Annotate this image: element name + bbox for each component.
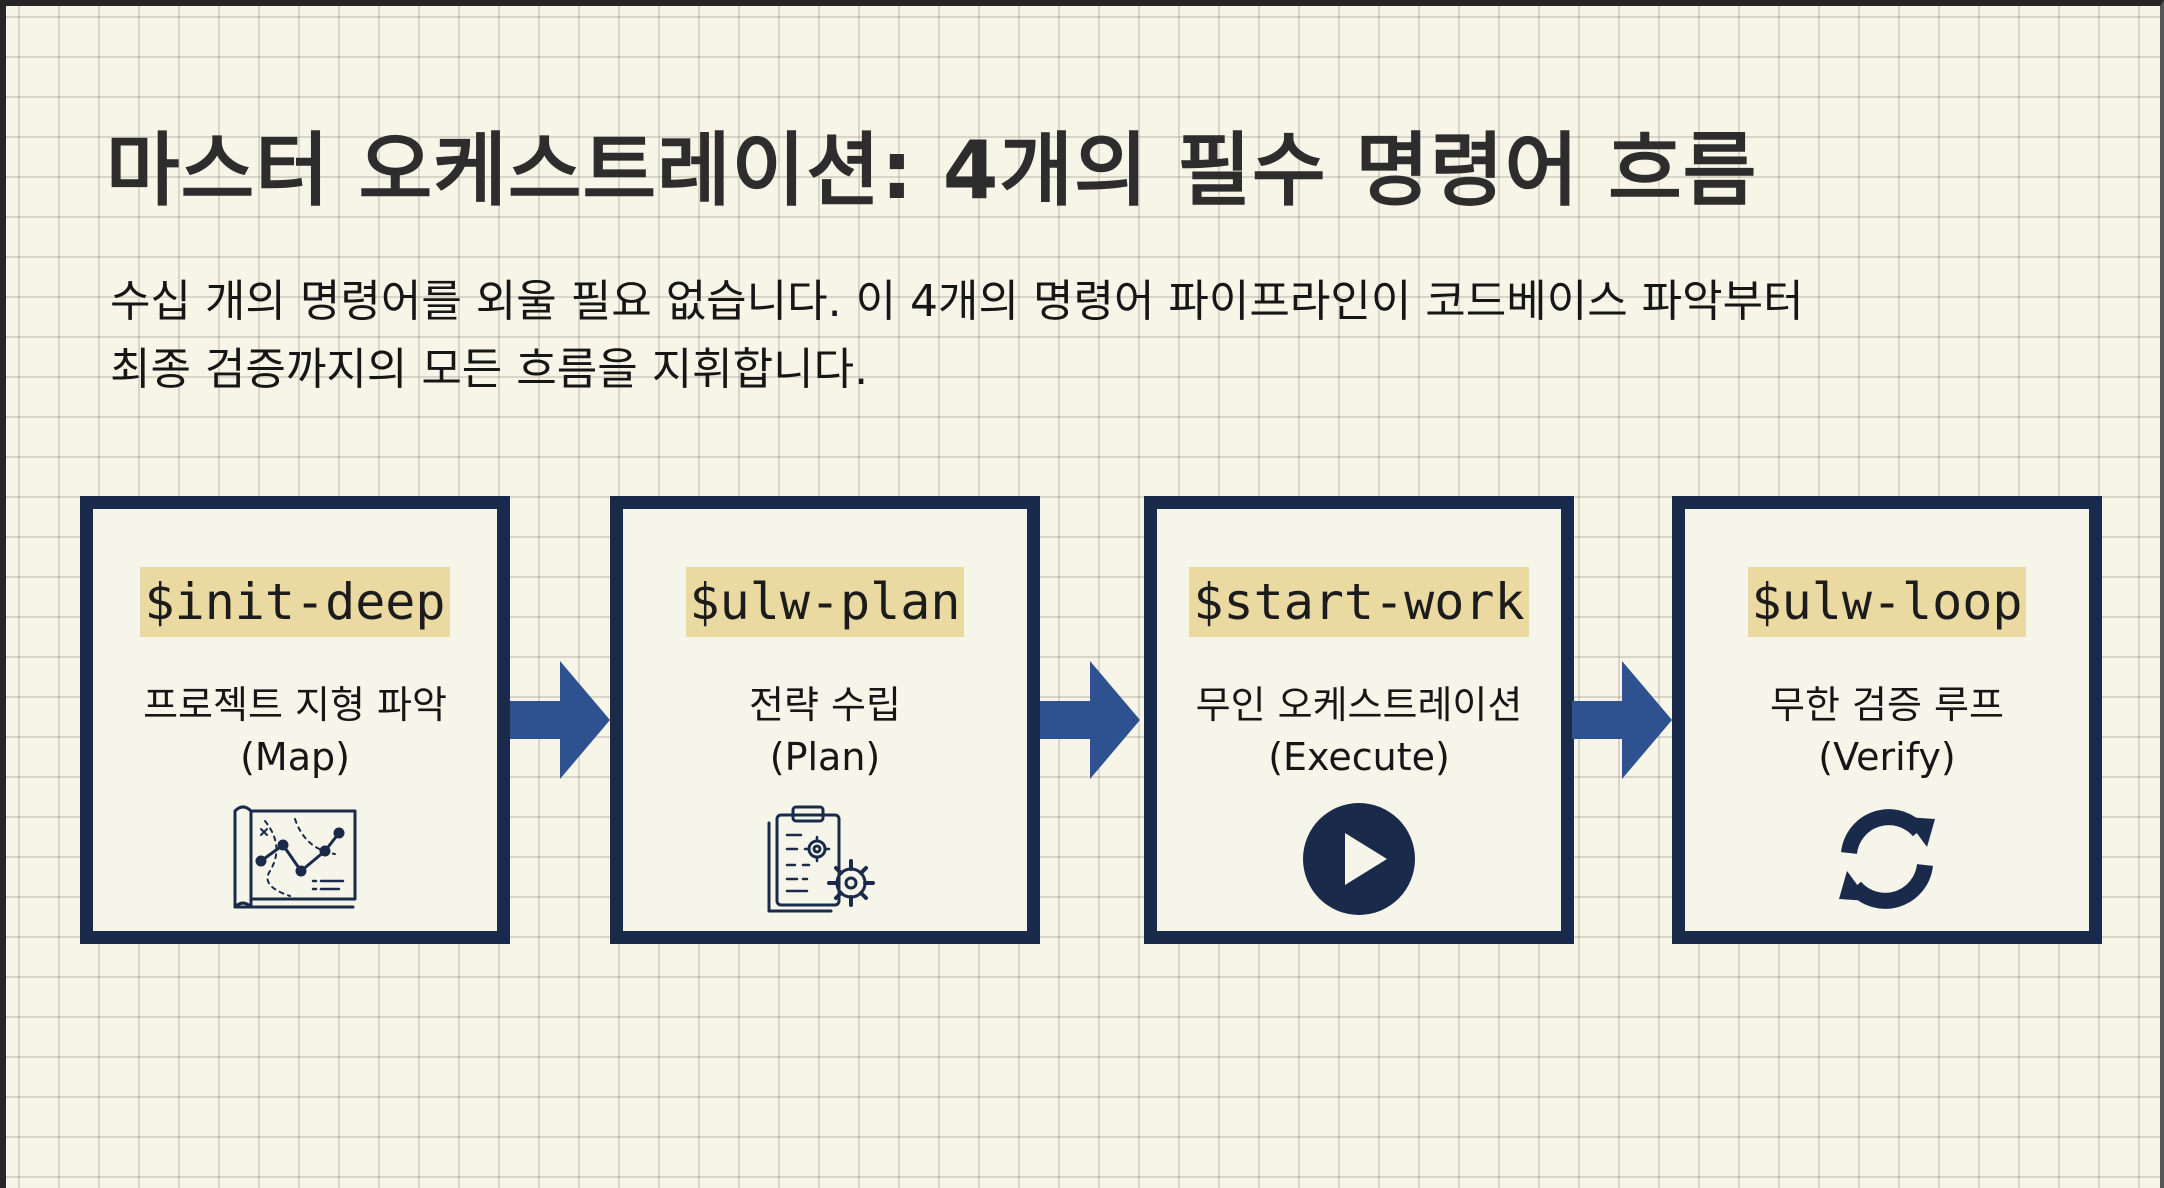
map-chart-icon xyxy=(225,799,365,919)
step-card-ulw-loop: $ulw-loop 무한 검증 루프 (Verify) xyxy=(1672,496,2102,944)
command-label: $ulw-loop xyxy=(1747,567,2027,637)
command-label: $ulw-plan xyxy=(685,567,965,637)
step-label-ko: 무인 오케스트레이션 xyxy=(1195,683,1523,727)
step-label-en: (Execute) xyxy=(1268,735,1450,779)
play-icon xyxy=(1289,799,1429,919)
step-card-ulw-plan: $ulw-plan 전략 수립 (Plan) xyxy=(610,496,1040,944)
clipboard-gear-icon xyxy=(755,799,895,919)
step-card-init-deep: $init-deep 프로젝트 지형 파악 (Map) xyxy=(80,496,510,944)
arrow-right-icon xyxy=(510,661,610,779)
page-title: 마스터 오케스트레이션: 4개의 필수 명령어 흐름 xyxy=(106,124,1758,217)
step-label-ko: 무한 검증 루프 xyxy=(1770,683,2004,727)
step-card-start-work: $start-work 무인 오케스트레이션 (Execute) xyxy=(1144,496,1574,944)
subtitle-line-2: 최종 검증까지의 모든 흐름을 지휘합니다. xyxy=(110,344,869,395)
command-label: $init-deep xyxy=(140,567,450,637)
step-label-ko: 전략 수립 xyxy=(749,683,901,727)
arrow-right-icon xyxy=(1572,661,1672,779)
refresh-loop-icon xyxy=(1817,799,1957,919)
step-label-en: (Verify) xyxy=(1818,735,1956,779)
step-label-ko: 프로젝트 지형 파악 xyxy=(143,683,447,727)
subtitle-line-1: 수십 개의 명령어를 외울 필요 없습니다. 이 4개의 명령어 파이프라인이 … xyxy=(110,276,1804,327)
arrow-right-icon xyxy=(1040,661,1140,779)
step-label-en: (Map) xyxy=(240,735,350,779)
subtitle: 수십 개의 명령어를 외울 필요 없습니다. 이 4개의 명령어 파이프라인이 … xyxy=(110,268,2010,404)
command-label: $start-work xyxy=(1189,567,1529,637)
step-label-en: (Plan) xyxy=(769,735,881,779)
